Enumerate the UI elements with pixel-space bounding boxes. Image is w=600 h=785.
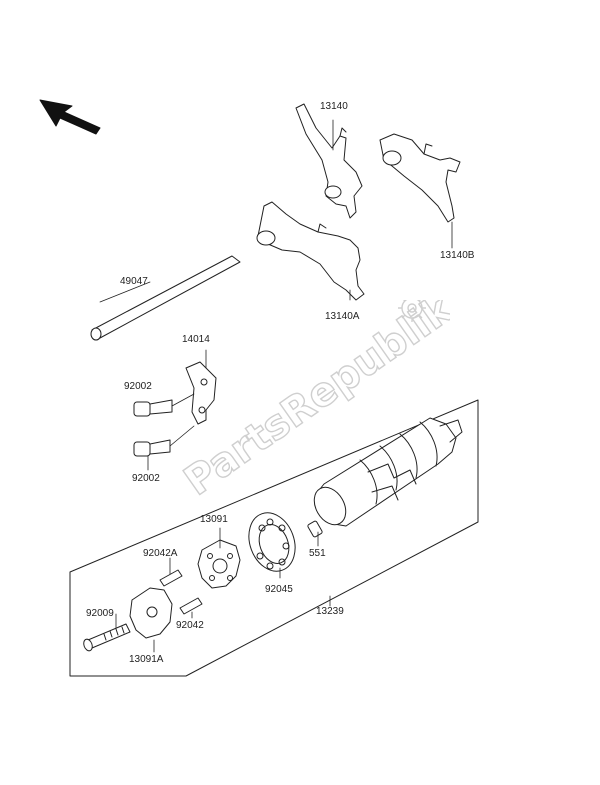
label-49047: 49047 bbox=[120, 276, 148, 287]
leader-lines bbox=[99, 119, 453, 653]
shift-drum-13239 bbox=[313, 417, 463, 527]
label-92042A: 92042A bbox=[143, 548, 178, 559]
label-551: 551 bbox=[309, 548, 326, 559]
bolt-92009 bbox=[83, 623, 131, 652]
label-14014: 14014 bbox=[182, 334, 210, 345]
shift-fork-13140 bbox=[295, 103, 363, 219]
shift-fork-13140B bbox=[379, 133, 461, 223]
bolt-92002-top bbox=[133, 399, 173, 417]
shift-rod-49047 bbox=[90, 255, 241, 341]
bolt-92002-bottom bbox=[133, 439, 171, 457]
pin-92042 bbox=[179, 597, 203, 615]
label-92009: 92009 bbox=[86, 608, 114, 619]
pin-92042A bbox=[159, 569, 183, 587]
label-13239: 13239 bbox=[316, 606, 344, 617]
pin-551 bbox=[307, 520, 323, 538]
label-92002-bottom: 92002 bbox=[132, 473, 160, 484]
label-13140: 13140 bbox=[320, 101, 348, 112]
bearing-92045 bbox=[248, 512, 296, 572]
drum-assembly-outline bbox=[69, 399, 479, 677]
shift-fork-13140A bbox=[256, 201, 365, 301]
label-92042: 92042 bbox=[176, 620, 204, 631]
plate-13091A bbox=[129, 587, 173, 639]
direction-arrow-icon bbox=[39, 99, 101, 135]
label-13140B: 13140B bbox=[440, 250, 475, 261]
label-13091A: 13091A bbox=[129, 654, 164, 665]
label-13140A: 13140A bbox=[325, 311, 360, 322]
plate-14014 bbox=[185, 361, 217, 425]
label-13091: 13091 bbox=[200, 514, 228, 525]
label-92045: 92045 bbox=[265, 584, 293, 595]
label-92002-top: 92002 bbox=[124, 381, 152, 392]
cam-13091 bbox=[197, 539, 241, 589]
